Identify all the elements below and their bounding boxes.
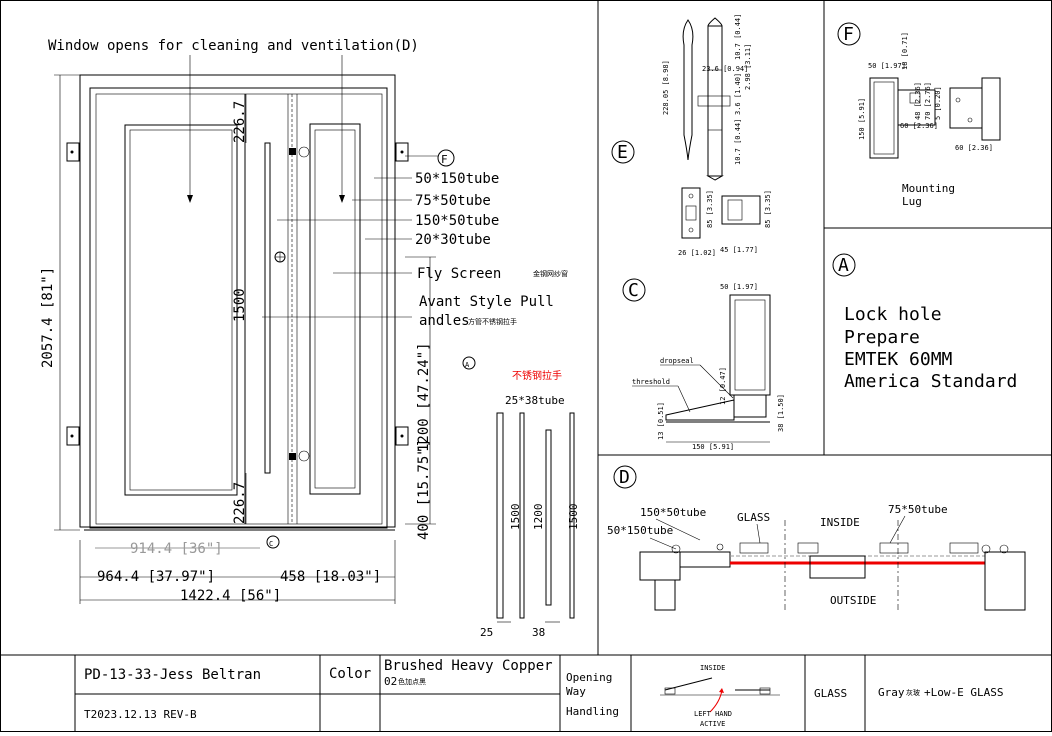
f-dim-4: 48 [2.36] (914, 82, 922, 120)
handle-dim-25: 25 (480, 626, 493, 639)
c-top-dim: 50 [1.97] (720, 283, 758, 291)
f-dim-0: 50 [1.97] (868, 62, 906, 70)
dim-height: 2057.4 [81"] (40, 267, 56, 368)
detail-f: F 50 [1.97] 18 [0.71] 150 [5.91] 5 [0.20… (837, 22, 1001, 208)
detail-e: E 228.05 [8.98] 23.6 [0.94] 10.7 [0.44] … (611, 14, 772, 257)
f-dim-6: 60 [2.36] (900, 122, 938, 130)
detail-c: C 50 [1.97] dropseal threshold 12 [0.47]… (622, 278, 785, 451)
f-dim-1: 18 [0.71] (901, 32, 909, 70)
tb-color-code-cn: 色加点黑 (398, 677, 426, 686)
handle-dim-1500a: 1500 (509, 504, 522, 531)
tb-glass-value-2: +Low-E GLASS (924, 686, 1003, 699)
e-dim-0: 228.05 [8.98] (662, 60, 670, 115)
marker-f-circle (437, 149, 455, 167)
callout-20x30-tube: 20*30tube (415, 232, 491, 248)
f-dim-7: 60 [2.36] (955, 144, 993, 152)
detail-d: D 150*50tube 50*150tube GLASS INSIDE 75*… (607, 465, 1026, 611)
callout-50x150-tube: 50*150tube (415, 171, 499, 187)
marker-f: F (441, 153, 448, 166)
e-dim-6: 26 [1.02] (678, 249, 716, 257)
e-dim-2: 10.7 [0.44] (734, 14, 742, 60)
e-dim-4: 3.6 [1.40] (734, 73, 742, 115)
dim-handle-offset: 1200 [47.24"] (416, 342, 432, 452)
handle-tube: 25*38tube (505, 394, 565, 407)
a-line-4: America Standard (844, 371, 1017, 392)
tb-glass-value: Gray (878, 686, 905, 699)
marker-f-big: F (843, 24, 854, 45)
a-line-1: Lock hole (844, 304, 942, 325)
handle-dim-38: 38 (532, 626, 545, 639)
tb-color-label: Color (329, 666, 371, 682)
dim-overall-width: 1422.4 [56"] (180, 588, 281, 604)
d-glass: GLASS (737, 511, 770, 524)
f-dim-2: 150 [5.91] (858, 98, 866, 140)
tb-date-rev: T2023.12.13 REV-B (84, 708, 197, 721)
tb-inside: INSIDE (700, 664, 725, 672)
a-line-2: Prepare (844, 327, 920, 348)
d-outside: OUTSIDE (830, 594, 876, 607)
tb-color-code: 02 (384, 675, 397, 688)
dim-leaf-width: 964.4 [37.97"] (97, 569, 215, 585)
tb-opening-2: Way (566, 685, 586, 698)
e-dim-8: 45 [1.77] (720, 246, 758, 254)
dim-small-leaf: 914.4 [36"] (130, 541, 223, 557)
callout-75x50-tube: 75*50tube (415, 193, 491, 209)
c-dim-12: 12 [0.47] (719, 367, 727, 405)
f-dim-5: 70 [2.76] (924, 82, 932, 120)
handle-dim-1200: 1200 (532, 504, 545, 531)
callout-fly-screen-cn: 金钢网纱窗 (533, 269, 568, 278)
d-tube-150x50: 150*50tube (640, 506, 706, 519)
dim-lower-margin: 226.7 (232, 482, 248, 524)
tb-glass-value-cn: 灰玻 (906, 688, 920, 697)
callout-150x50-tube: 150*50tube (415, 213, 499, 229)
c-dropseal: dropseal (660, 357, 694, 365)
tb-opening-3: Handling (566, 705, 619, 718)
c-bottom-dim: 150 [5.91] (692, 443, 734, 451)
e-dim-7: 85 [3.35] (706, 190, 714, 228)
marker-a-small: A (465, 361, 470, 369)
main-elevation: Window opens for cleaning and ventilatio… (40, 38, 568, 604)
title-block: PD-13-33-Jess Beltran T2023.12.13 REV-B … (74, 655, 1003, 732)
callout-pull-line2: andles (419, 313, 470, 329)
d-tube-75x50: 75*50tube (888, 503, 948, 516)
dim-upper-margin: 226.7 (232, 101, 248, 143)
marker-c-big: C (628, 280, 639, 301)
detail-a: A Lock hole Prepare EMTEK 60MM America S… (832, 253, 1017, 392)
a-line-3: EMTEK 60MM (844, 349, 953, 370)
f-caption-2: Lug (902, 195, 922, 208)
elevation-note: Window opens for cleaning and ventilatio… (48, 38, 419, 54)
tb-active-1: LEFT HAND (694, 710, 732, 718)
tb-project: PD-13-33-Jess Beltran (84, 667, 261, 683)
dim-bottom-offset: 400 [15.75"] (416, 439, 432, 540)
tb-active-2: ACTIVE (700, 720, 725, 728)
handle-title-cn: 不锈钢拉手 (512, 369, 562, 382)
tb-opening-1: Opening (566, 671, 612, 684)
dim-handle-height: 1500 (232, 288, 248, 322)
e-dim-1: 23.6 [0.94] (702, 65, 748, 73)
marker-c-small: C (269, 540, 273, 548)
c-threshold: threshold (632, 378, 670, 386)
e-dim-5: 10.7 [0.44] (734, 119, 742, 165)
c-dim-13: 13 [0.51] (657, 402, 665, 440)
f-caption-1: Mounting (902, 182, 955, 195)
marker-a-big: A (838, 255, 849, 276)
tb-glass-label: GLASS (814, 687, 847, 700)
marker-e: E (617, 142, 628, 163)
d-tube-50x150: 50*150tube (607, 524, 673, 537)
callout-pull-line1: Avant Style Pull (419, 294, 554, 310)
handle-detail: 不锈钢拉手 25*38tube 1500 1200 1500 25 38 (480, 369, 580, 639)
marker-d: D (619, 467, 630, 488)
e-dim-3: 2.98 [3.11] (744, 44, 752, 90)
c-dim-38: 38 [1.50] (777, 394, 785, 432)
callout-fly-screen: Fly Screen (417, 266, 501, 282)
tb-color-value: Brushed Heavy Copper (384, 658, 553, 674)
f-dim-3: 5 [0.20] (934, 86, 942, 120)
d-inside: INSIDE (820, 516, 860, 529)
dim-side-width: 458 [18.03"] (280, 569, 381, 585)
callout-pull-cn: 方管不锈钢拉手 (468, 317, 517, 326)
handle-dim-1500b: 1500 (567, 504, 580, 531)
e-dim-9: 85 [3.35] (764, 190, 772, 228)
